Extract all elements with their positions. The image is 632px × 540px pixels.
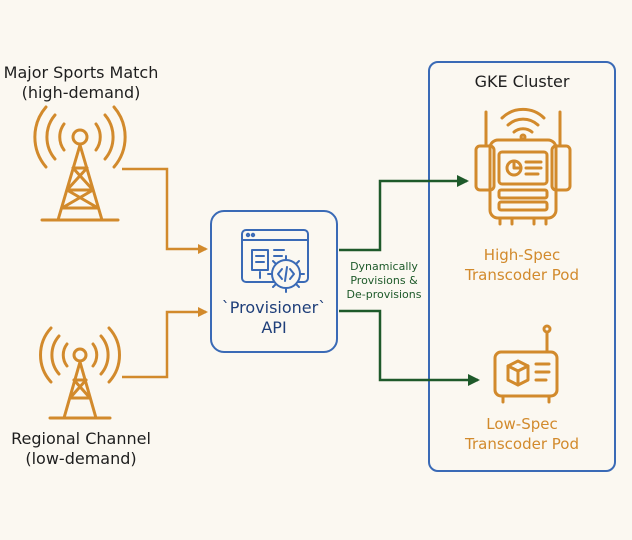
- low-pod-label: Low-Spec Transcoder Pod: [428, 414, 616, 454]
- low-pod-line1: Low-Spec: [486, 415, 558, 433]
- high-pod-line2: Transcoder Pod: [465, 266, 579, 284]
- broadcast-tower-icon-low: [39, 326, 121, 420]
- source-low-line1: Regional Channel: [11, 429, 151, 448]
- connector-high-to-api: [122, 167, 208, 254]
- broadcast-tower-icon-high: [33, 105, 127, 222]
- action-label: Dynamically Provisions & De-provisions: [340, 260, 428, 302]
- gke-cluster-container: [428, 61, 616, 472]
- high-spec-server-icon: [474, 107, 572, 226]
- source-label-high: Major Sports Match (high-demand): [0, 63, 162, 103]
- connector-api-to-high-pod: [339, 175, 469, 252]
- connector-api-to-low-pod: [339, 309, 480, 386]
- api-line2: API: [261, 318, 287, 337]
- api-window-icon: [241, 229, 309, 293]
- action-line1: Dynamically: [350, 260, 418, 273]
- source-high-line2: (high-demand): [21, 83, 141, 102]
- cluster-title: GKE Cluster: [474, 72, 570, 91]
- low-pod-line2: Transcoder Pod: [465, 435, 579, 453]
- provisioner-api-box: [210, 210, 338, 353]
- source-low-line2: (low-demand): [25, 449, 137, 468]
- source-label-low: Regional Channel (low-demand): [0, 429, 162, 469]
- low-spec-device-icon: [493, 324, 559, 404]
- api-line1: `Provisioner`: [221, 298, 327, 317]
- source-high-line1: Major Sports Match: [3, 63, 159, 82]
- action-line2: Provisions &: [350, 274, 418, 287]
- high-pod-label: High-Spec Transcoder Pod: [428, 245, 616, 285]
- high-pod-line1: High-Spec: [483, 246, 561, 264]
- connector-low-to-api: [122, 307, 208, 379]
- action-line3: De-provisions: [346, 288, 422, 301]
- api-label: `Provisioner` API: [210, 298, 338, 338]
